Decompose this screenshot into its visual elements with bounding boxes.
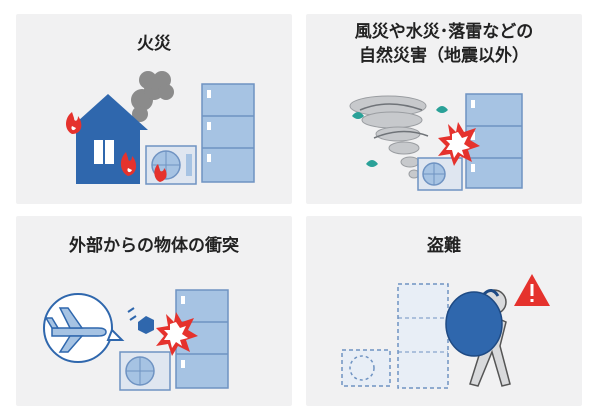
impact-star-icon <box>156 312 198 356</box>
airplane-icon <box>43 293 125 363</box>
fire-illustration <box>66 71 255 185</box>
aircon-outdoor-unit-icon <box>341 349 391 387</box>
aircon-outdoor-unit-icon <box>145 145 197 185</box>
panel-external-collision: 外部からの物体の衝突 <box>16 216 292 406</box>
fire-icon <box>66 112 167 182</box>
aircon-outdoor-unit-icon <box>417 157 463 191</box>
panel-fire: 火災 <box>16 14 292 204</box>
theft-illustration <box>341 274 550 389</box>
panel-title-fire: 火災 <box>137 34 171 54</box>
refrigerator-icon <box>397 283 449 389</box>
debris-icon <box>138 316 154 334</box>
collision-illustration <box>43 289 229 391</box>
panel-theft: 盗難 <box>306 216 582 406</box>
panel-title-line-1: 風災や水災･落雷などの <box>354 22 534 42</box>
panel-title-line-2: 自然災害（地震以外） <box>359 46 529 66</box>
panel-natural-disaster: 風災や水災･落雷などの 自然災害（地震以外） <box>306 14 582 204</box>
warning-icon <box>514 274 550 306</box>
thief-icon <box>445 289 511 387</box>
refrigerator-icon <box>201 83 255 183</box>
smoke-icon <box>131 71 174 122</box>
impact-star-icon <box>438 122 480 166</box>
tornado-icon <box>349 95 427 179</box>
refrigerator-icon <box>465 93 523 189</box>
panel-title-external-collision: 外部からの物体の衝突 <box>69 236 239 256</box>
natural-disaster-illustration <box>349 93 523 191</box>
panel-title-theft: 盗難 <box>427 236 461 256</box>
aircon-outdoor-unit-icon <box>119 351 171 391</box>
panel-title-natural-disaster: 風災や水災･落雷などの 自然災害（地震以外） <box>306 20 582 68</box>
